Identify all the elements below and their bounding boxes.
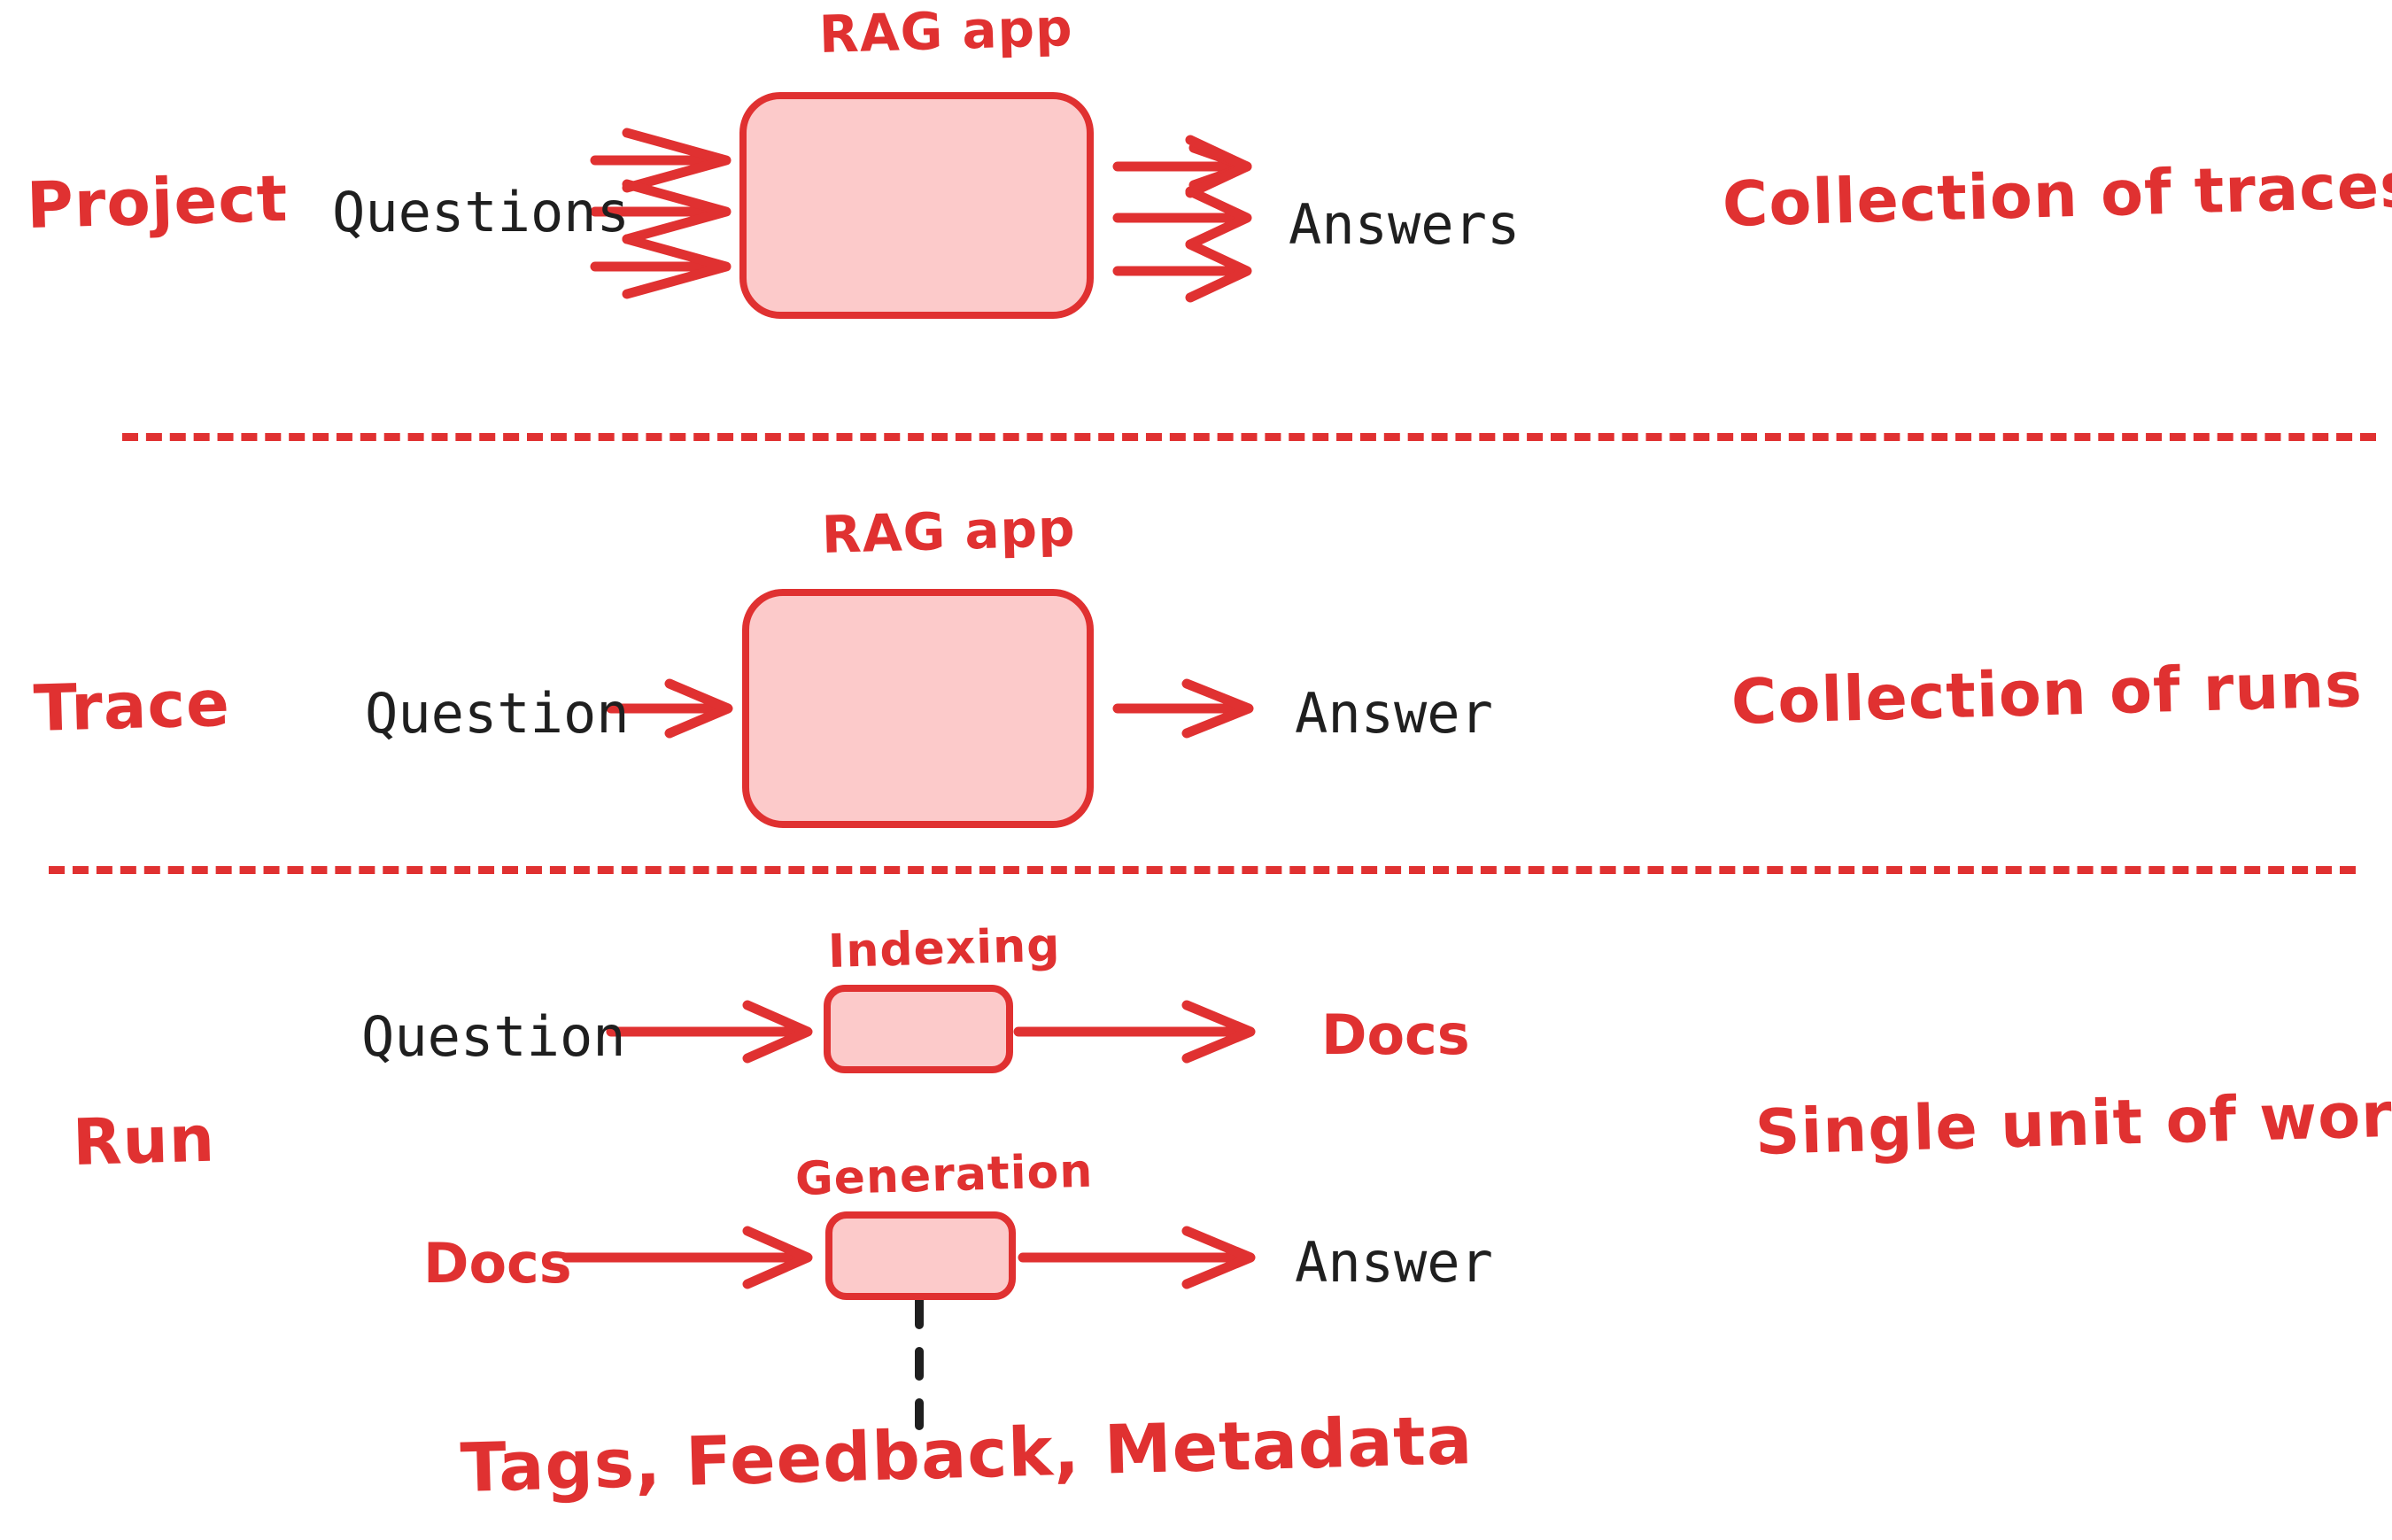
- run-generation-input-label: Docs: [423, 1231, 572, 1296]
- run-generation-input-arrow: [561, 1226, 813, 1289]
- run-generation-node-title: Generation: [794, 1144, 1095, 1206]
- trace-output-arrow: [1112, 678, 1254, 739]
- section-label-run: Run: [71, 1101, 217, 1180]
- section-divider-2: [49, 866, 2356, 874]
- project-output-arrow-1: [1112, 135, 1252, 198]
- run-generation-output-label: Answer: [1295, 1230, 1493, 1295]
- trace-description-label: Collection of runs: [1730, 648, 2364, 739]
- run-generation-output-arrow: [1018, 1226, 1256, 1289]
- section-label-trace: Trace: [32, 665, 231, 746]
- project-output-arrow-2: [1112, 186, 1252, 250]
- run-indexing-output-arrow: [1013, 1000, 1256, 1064]
- trace-node-rag-app: [742, 589, 1094, 828]
- project-output-label: Answers: [1289, 192, 1521, 257]
- project-node-title: RAG app: [818, 0, 1074, 65]
- run-description-label: Single unit of work: [1753, 1077, 2392, 1169]
- run-attachment-label: Tags, Feedback, Metadata: [459, 1400, 1475, 1507]
- project-node-rag-app: [739, 92, 1094, 319]
- project-input-label: Questions: [332, 180, 630, 244]
- trace-output-label: Answer: [1295, 681, 1493, 746]
- project-input-arrow-3: [590, 234, 732, 299]
- trace-node-title: RAG app: [821, 498, 1077, 565]
- run-indexing-input-arrow: [606, 1000, 813, 1064]
- run-node-indexing: [824, 985, 1013, 1073]
- project-description-label: Collection of traces: [1721, 149, 2392, 241]
- run-indexing-node-title: Indexing: [827, 918, 1062, 979]
- trace-input-label: Question: [365, 681, 630, 746]
- section-divider-1: [122, 433, 2376, 441]
- run-indexing-output-label: Docs: [1321, 1002, 1470, 1067]
- run-indexing-input-label: Question: [361, 1004, 626, 1069]
- section-label-project: Project: [25, 160, 290, 243]
- run-node-generation: [825, 1211, 1016, 1300]
- project-output-arrow-3: [1112, 239, 1252, 303]
